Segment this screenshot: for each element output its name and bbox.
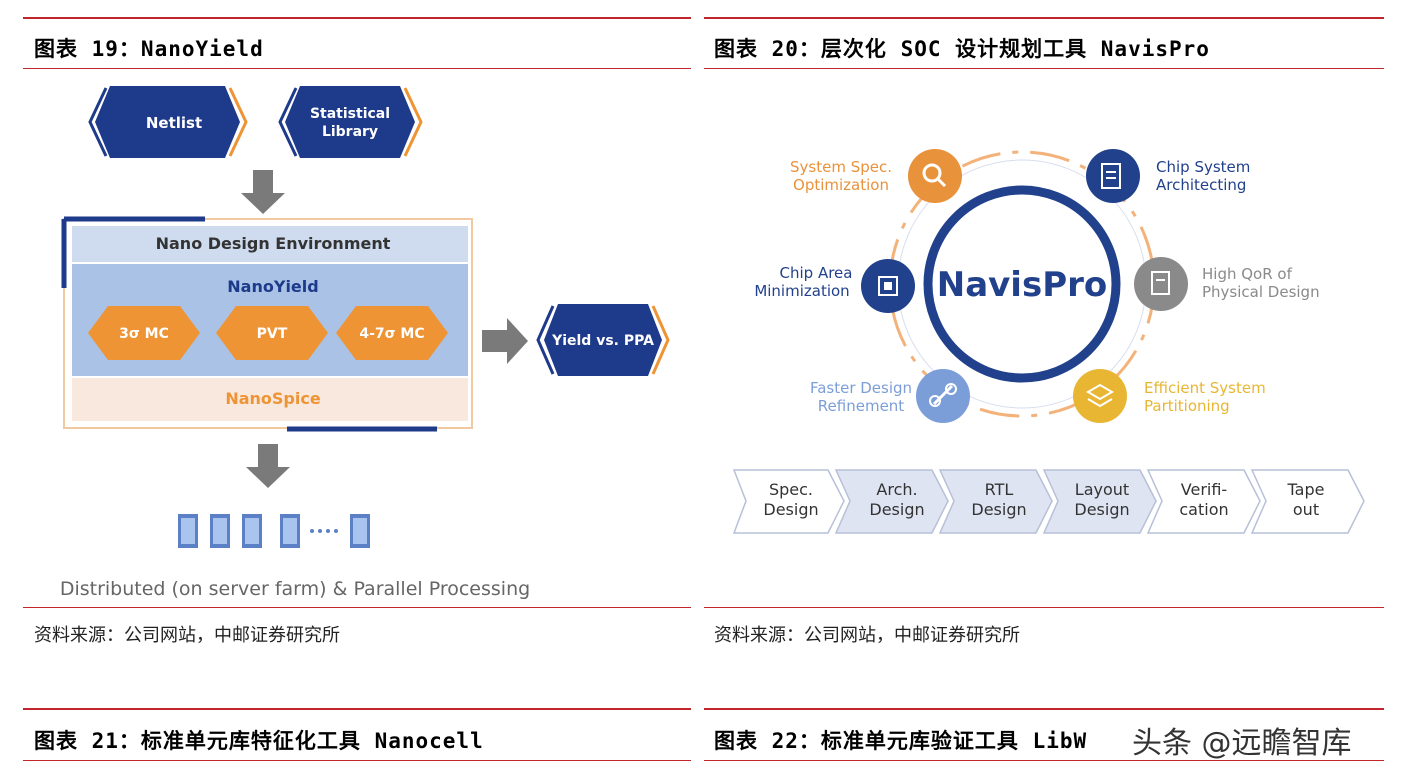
svg-text:out: out <box>1293 500 1319 519</box>
fig22-title: 图表 22：标准单元库验证工具 LibW <box>714 729 1088 753</box>
link-icon <box>932 384 954 406</box>
chip-system-node: Chip System Architecting <box>1086 149 1250 203</box>
title-rule-left <box>23 68 691 69</box>
top-rule-right <box>704 17 1384 19</box>
svg-text:System Spec.: System Spec. <box>790 158 892 176</box>
fig20-source: 资料来源：公司网站，中邮证券研究所 <box>714 625 1020 646</box>
clipboard-icon <box>1101 163 1121 189</box>
watermark: 头条 @远瞻智库 <box>1132 726 1352 761</box>
output-label: Yield vs. PPA <box>551 333 654 349</box>
netlist-label: Netlist <box>146 114 202 132</box>
svg-text:Design: Design <box>763 500 818 519</box>
svg-text:Refinement: Refinement <box>818 397 905 415</box>
source-rule-left <box>23 607 691 608</box>
yield-vs-ppa-node: Yield vs. PPA <box>536 304 670 376</box>
document-icon <box>1151 271 1170 295</box>
svg-text:RTL: RTL <box>985 480 1014 499</box>
svg-text:3σ MC: 3σ MC <box>119 326 169 342</box>
svg-text:PVT: PVT <box>257 326 288 342</box>
chip-area-node: Chip Area Minimization <box>754 259 915 313</box>
top-rule-left <box>23 17 691 19</box>
physical-design-node: High QoR of Physical Design <box>1134 257 1320 311</box>
svg-text:Partitioning: Partitioning <box>1144 397 1230 415</box>
svg-text:Faster Design: Faster Design <box>810 379 912 397</box>
method-3sigma-mc: 3σ MC <box>88 306 200 360</box>
svg-text:Tape: Tape <box>1287 480 1325 499</box>
svg-text:Layout: Layout <box>1075 480 1129 499</box>
navispro-center-label: NavisPro <box>937 265 1108 305</box>
navispro-diagram: NavisPro System Spec. Optimization Chip … <box>732 149 1365 534</box>
svg-text:Physical Design: Physical Design <box>1202 283 1320 301</box>
svg-text:Chip Area: Chip Area <box>780 264 853 282</box>
bottom-rule-left <box>23 708 691 710</box>
fig20-title: 图表 20：层次化 SOC 设计规划工具 NavisPro <box>714 37 1210 61</box>
design-flow: Spec. Design Arch. Design RTL Design Lay… <box>732 469 1365 534</box>
svg-text:Optimization: Optimization <box>793 176 889 194</box>
fig19-source: 资料来源：公司网站，中邮证券研究所 <box>34 625 340 646</box>
design-refinement-node: Faster Design Refinement <box>810 369 970 423</box>
svg-text:Efficient System: Efficient System <box>1144 379 1266 397</box>
title-rule-right <box>704 68 1384 69</box>
svg-text:Architecting: Architecting <box>1156 176 1246 194</box>
svg-text:High QoR of: High QoR of <box>1202 265 1293 283</box>
system-partitioning-node: Efficient System Partitioning <box>1073 369 1266 423</box>
chip-icon <box>878 276 898 296</box>
svg-text:Arch.: Arch. <box>876 480 917 499</box>
svg-text:Chip System: Chip System <box>1156 158 1250 176</box>
arrow-right-icon <box>482 318 528 364</box>
netlist-node: Netlist <box>88 86 248 158</box>
nanospice-label: NanoSpice <box>225 389 321 408</box>
arrow-down-icon <box>246 444 290 488</box>
svg-text:cation: cation <box>1179 500 1228 519</box>
source-rule-right <box>704 607 1384 608</box>
env-label: Nano Design Environment <box>156 234 391 253</box>
distributed-label: Distributed (on server farm) & Parallel … <box>60 578 530 600</box>
method-pvt: PVT <box>216 306 328 360</box>
svg-text:Verifi-: Verifi- <box>1181 480 1227 499</box>
svg-text:Design: Design <box>869 500 924 519</box>
fig19-title: 图表 19：NanoYield <box>34 37 264 61</box>
bottom-rule-right <box>704 708 1384 710</box>
server-icons <box>178 514 370 548</box>
arrow-down-icon <box>241 170 285 214</box>
bottom-title-rule-right <box>704 760 1384 761</box>
svg-text:Design: Design <box>971 500 1026 519</box>
svg-text:Spec.: Spec. <box>769 480 813 499</box>
svg-text:Design: Design <box>1074 500 1129 519</box>
nanoyield-label: NanoYield <box>227 277 318 296</box>
layers-icon <box>1086 383 1114 408</box>
method-4-7sigma-mc: 4-7σ MC <box>336 306 448 360</box>
svg-text:Minimization: Minimization <box>754 282 849 300</box>
system-spec-node: System Spec. Optimization <box>790 149 962 203</box>
svg-text:4-7σ MC: 4-7σ MC <box>359 326 424 342</box>
magnifier-icon <box>922 163 942 183</box>
bottom-title-rule-left <box>23 760 691 761</box>
fig21-title: 图表 21：标准单元库特征化工具 Nanocell <box>34 729 484 753</box>
